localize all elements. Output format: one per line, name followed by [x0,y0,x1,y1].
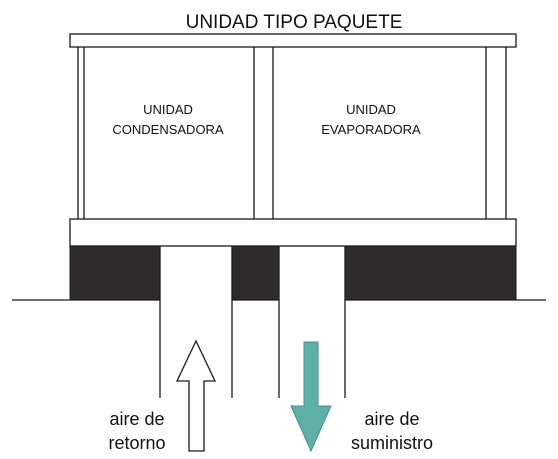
return-air-label-line1: aire de [109,409,164,429]
supply-air-label-line1: aire de [364,409,419,429]
roof-slab [69,33,517,48]
condenser-unit-label: UNIDAD CONDENSADORA [112,102,224,137]
curb-block-left [69,245,161,301]
evaporator-unit-label: UNIDAD EVAPORADORA [321,102,421,137]
condenser-label-line1: UNIDAD [143,102,193,117]
supply-air-label: aire de suministro [351,409,433,453]
return-air-arrow-icon [175,339,217,452]
evaporator-label-line1: UNIDAD [346,102,396,117]
diagram-title: UNIDAD TIPO PAQUETE [186,12,403,33]
curb-block-right [344,245,517,301]
base-slab [69,218,517,247]
roof-curb [69,245,517,301]
evaporator-label-line2: EVAPORADORA [321,122,421,137]
condenser-label-line2: CONDENSADORA [112,122,224,137]
curb-block-middle [231,245,280,301]
supply-air-arrow-icon [290,341,332,453]
unit-body [77,47,507,219]
return-air-label: aire de retorno [108,409,165,453]
supply-duct [278,246,346,398]
return-air-label-line2: retorno [108,433,165,453]
supply-air-label-line2: suministro [351,433,433,453]
return-duct [159,246,233,398]
